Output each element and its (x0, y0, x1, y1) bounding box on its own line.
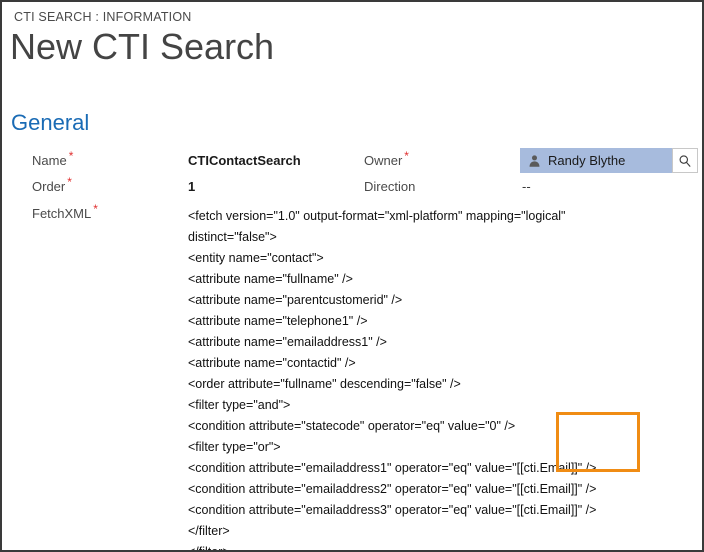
order-label-text: Order (32, 179, 66, 194)
owner-label-text: Owner (364, 153, 403, 168)
search-icon (679, 154, 691, 167)
owner-lookup-control[interactable]: Randy Blythe (520, 148, 698, 173)
owner-lookup-field[interactable]: Randy Blythe (520, 148, 672, 173)
order-field-value[interactable]: 1 (188, 179, 196, 194)
name-field-value[interactable]: CTIContactSearch (188, 153, 301, 168)
fetchxml-line: <filter type="and"> (188, 398, 291, 412)
name-required-asterisk: * (68, 148, 74, 163)
order-required-asterisk: * (67, 174, 72, 189)
fetchxml-line: <filter type="or"> (188, 440, 281, 454)
fetchxml-line: distinct="false"> (188, 230, 277, 244)
owner-required-asterisk: * (404, 148, 409, 163)
fetchxml-line: <attribute name="emailaddress1" /> (188, 335, 387, 349)
fetchxml-field-value[interactable]: <fetch version="1.0" output-format="xml-… (188, 206, 597, 552)
fetchxml-line: <fetch version="1.0" output-format="xml-… (188, 209, 566, 223)
fetchxml-line: <condition attribute="emailaddress1" ope… (188, 461, 597, 475)
fetchxml-line: <condition attribute="emailaddress3" ope… (188, 503, 597, 517)
owner-lookup-value: Randy Blythe (548, 153, 626, 168)
fetchxml-required-asterisk: * (93, 201, 98, 216)
fetchxml-line: <attribute name="contactid" /> (188, 356, 356, 370)
person-icon (529, 154, 540, 167)
fetchxml-line: <order attribute="fullname" descending="… (188, 377, 461, 391)
section-header-general[interactable]: General (11, 110, 90, 135)
fetchxml-line: </filter> (188, 524, 230, 538)
fetchxml-line: <attribute name="telephone1" /> (188, 314, 368, 328)
direction-field-value[interactable]: -- (522, 179, 531, 194)
breadcrumb[interactable]: CTI SEARCH : INFORMATION (14, 10, 192, 24)
owner-field-label: Owner* (364, 150, 409, 168)
owner-lookup-search-button[interactable] (672, 148, 698, 173)
fetchxml-line: <entity name="contact"> (188, 251, 324, 265)
name-field-label: Name* (32, 150, 73, 168)
fetchxml-label-text: FetchXML (32, 206, 92, 221)
direction-field-label: Direction (364, 179, 416, 194)
fetchxml-line: <attribute name="fullname" /> (188, 272, 353, 286)
page-title: New CTI Search (10, 26, 275, 67)
fetchxml-line: </filter> (188, 545, 230, 552)
order-field-label: Order* (32, 176, 72, 194)
name-label-text: Name (32, 153, 67, 168)
fetchxml-line: <condition attribute="emailaddress2" ope… (188, 482, 597, 496)
fetchxml-line: <attribute name="parentcustomerid" /> (188, 293, 403, 307)
fetchxml-line: <condition attribute="statecode" operato… (188, 419, 516, 433)
fetchxml-field-label: FetchXML* (32, 203, 98, 221)
